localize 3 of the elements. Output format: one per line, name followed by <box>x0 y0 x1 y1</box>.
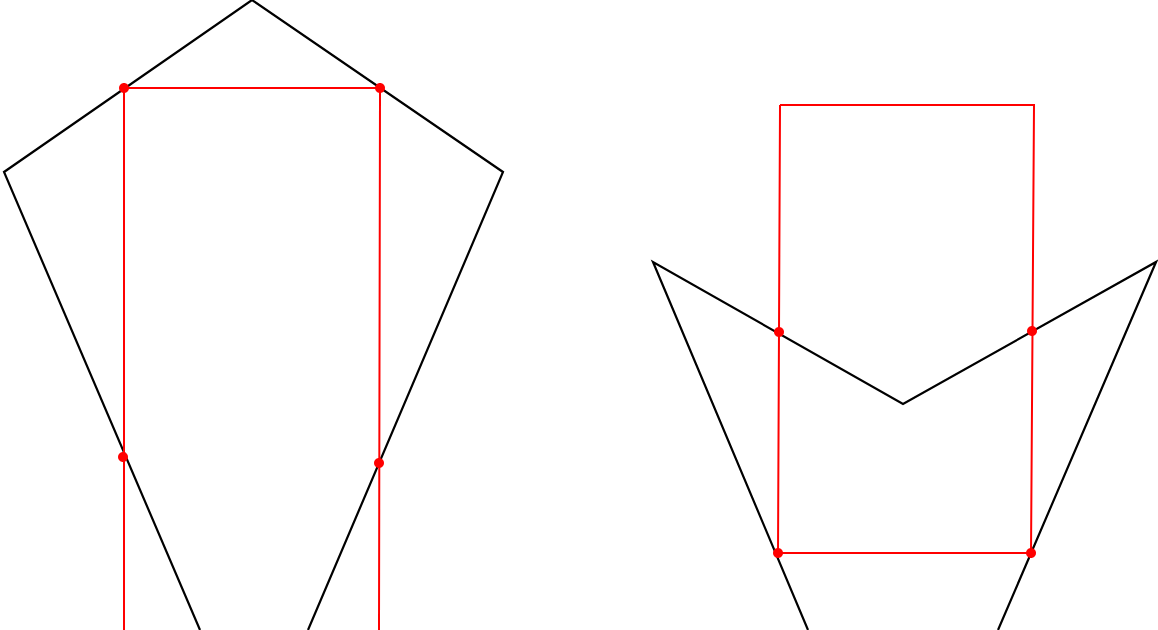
rectangle <box>777 104 1035 554</box>
chevron-outline <box>650 259 1158 630</box>
pentagon-outline <box>2 0 505 630</box>
